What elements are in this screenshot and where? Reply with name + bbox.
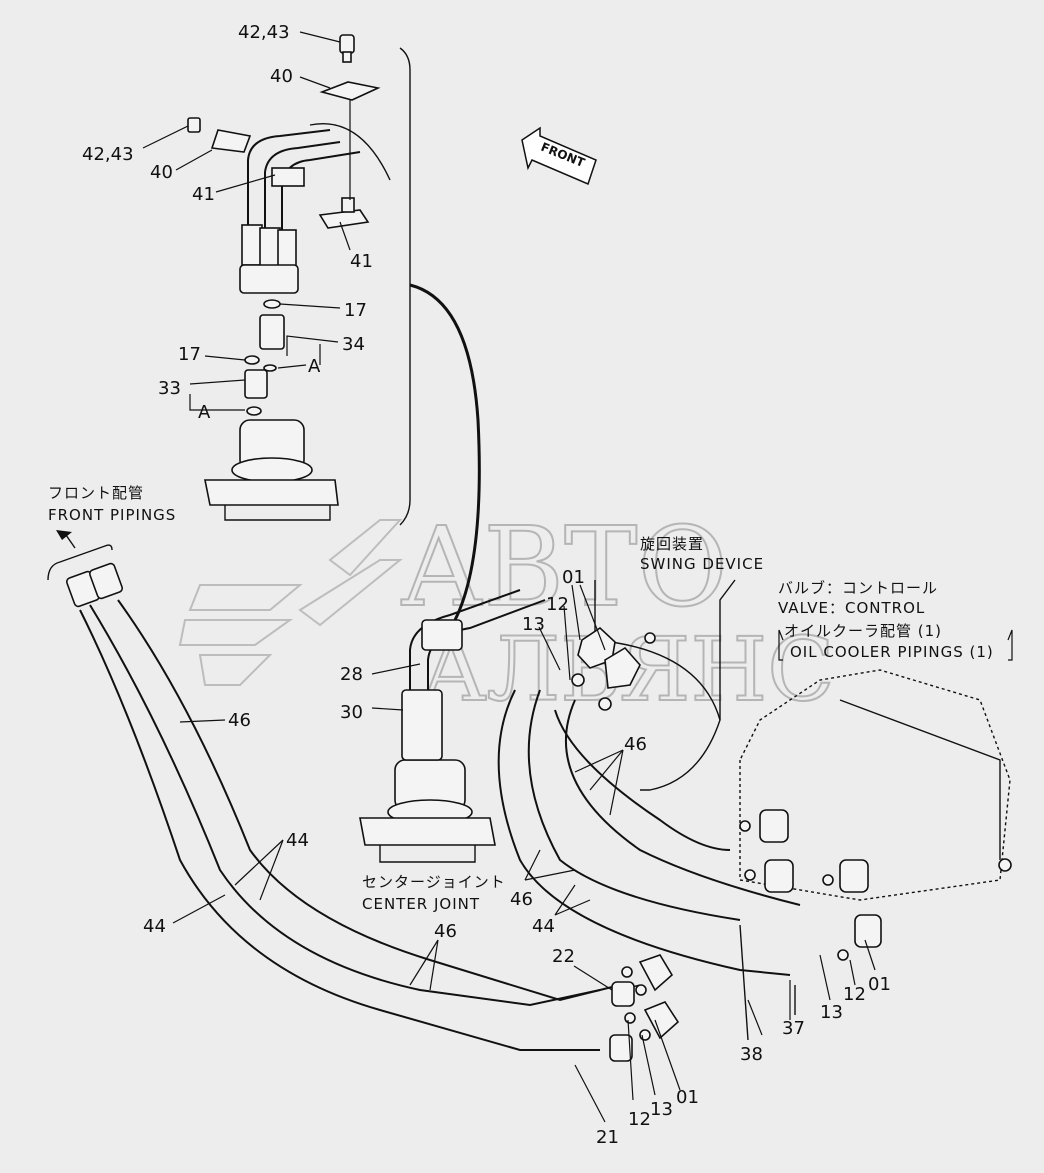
- callout-40-top: 40: [270, 66, 293, 87]
- watermark-logo: [178, 519, 403, 686]
- captions: フロント配管 FRONT PIPINGS 旋回装置 SWING DEVICE バ…: [48, 484, 994, 913]
- valve-control-caption-en: VALVE：CONTROL: [778, 599, 925, 617]
- front-arrow: FRONT: [521, 126, 597, 186]
- callout-46-center: 46: [510, 889, 533, 910]
- callout-41-right: 41: [350, 251, 373, 272]
- callout-13-right: 13: [820, 1002, 843, 1023]
- callout-A-left: A: [198, 402, 211, 423]
- front-pipings-caption-jp: フロント配管: [48, 484, 144, 502]
- callout-42-43-left: 42,43: [82, 144, 134, 165]
- center-joint: [359, 589, 546, 863]
- callout-44-upper: 44: [286, 830, 309, 851]
- front-pipings-arrow: [56, 530, 72, 540]
- callout-44-left: 44: [143, 916, 166, 937]
- callout-A-right: A: [308, 356, 321, 377]
- callout-37: 37: [782, 1018, 805, 1039]
- callout-38: 38: [740, 1044, 763, 1065]
- callout-22: 22: [552, 946, 575, 967]
- callout-12-bottom: 12: [628, 1109, 651, 1130]
- callout-30: 30: [340, 702, 363, 723]
- callout-34: 34: [342, 334, 365, 355]
- callout-17-right: 17: [344, 300, 367, 321]
- callout-01-right: 01: [868, 974, 891, 995]
- oil-cooler-caption-jp: オイルクーラ配管 (1): [784, 622, 942, 640]
- callout-01-top: 01: [562, 567, 585, 588]
- valve-control-caption-jp: バルブ：コントロール: [778, 579, 938, 597]
- callout-28: 28: [340, 664, 363, 685]
- callout-41-left: 41: [192, 184, 215, 205]
- swing-device-caption-en: SWING DEVICE: [640, 555, 764, 573]
- front-pipings-bracket: [47, 544, 113, 581]
- center-joint-caption-en: CENTER JOINT: [362, 895, 480, 913]
- callout-42-43-top: 42,43: [238, 22, 290, 43]
- callout-46-mid: 46: [624, 734, 647, 755]
- callout-46-bottom: 46: [434, 921, 457, 942]
- front-pipings: [65, 562, 680, 1062]
- swing-device-caption-jp: 旋回装置: [640, 535, 704, 553]
- callout-21: 21: [596, 1127, 619, 1148]
- callout-46-left: 46: [228, 710, 251, 731]
- oil-cooler-caption-en: OIL COOLER PIPINGS (1): [790, 643, 994, 661]
- callout-44-center: 44: [532, 916, 555, 937]
- callout-40-left: 40: [150, 162, 173, 183]
- callout-13-top: 13: [522, 614, 545, 635]
- front-pipings-caption-en: FRONT PIPINGS: [48, 506, 176, 524]
- detail-leader: [409, 283, 481, 621]
- callout-12-top: 12: [546, 594, 569, 615]
- top-detail: [187, 34, 391, 521]
- detail-bracket: [399, 47, 411, 526]
- center-joint-caption-jp: センタージョイント: [362, 873, 506, 891]
- callout-12-right: 12: [843, 984, 866, 1005]
- callout-13-bottom: 13: [650, 1099, 673, 1120]
- hoses: [497, 689, 801, 1041]
- callout-17-left: 17: [178, 344, 201, 365]
- callouts: 42,43 40 42,43 40 41 41 17 34 17 A 33 A …: [82, 22, 891, 1148]
- control-valve: [739, 669, 1012, 961]
- leaders: [142, 31, 1013, 1123]
- callout-33: 33: [158, 378, 181, 399]
- swing-device: [571, 579, 736, 791]
- watermark: АВТО АЛЬЯНС: [178, 502, 836, 722]
- callout-01-bottom: 01: [676, 1087, 699, 1108]
